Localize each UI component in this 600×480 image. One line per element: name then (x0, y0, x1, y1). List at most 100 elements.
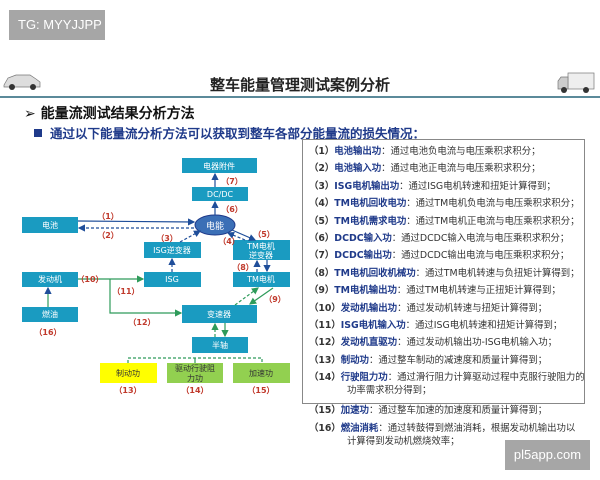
flow-label-9: （9） (264, 294, 286, 304)
method-item: （6）DCDC输入功：通过DCDC输入电流与电压乘积求积分； (309, 230, 578, 247)
node-drive-resist-label-1: 驱动行驶阻 (175, 363, 215, 373)
method-description: ：通过电池负电流与电压乘积求积分； (381, 146, 541, 157)
node-isg-inverter (144, 242, 201, 258)
node-drive-resist (167, 363, 223, 383)
node-accel-label: 加速功 (249, 368, 273, 378)
page-title: 整车能量管理测试案例分析 (209, 76, 390, 94)
method-name: TM电机需求电功 (334, 215, 407, 227)
method-name: 电池输入功 (334, 163, 382, 175)
watermark-bottom-right: pl5app.com (505, 440, 590, 470)
node-tm-motor-label: TM电机 (246, 274, 275, 284)
method-name: TM电机回收机械功 (334, 267, 416, 279)
method-number: （16） (309, 422, 341, 434)
method-item: （16）燃油消耗：通过转鼓得到燃油消耗，根据发动机输出功以 (309, 422, 578, 436)
flow-label-4: （4） (218, 236, 240, 246)
node-fuel (22, 307, 78, 322)
node-braking (100, 363, 157, 383)
flow-label-1: （1） (97, 211, 119, 221)
method-item: （3）ISG电机输出功：通过ISG电机转速和扭矩计算得到； (309, 178, 578, 195)
node-tm-inverter (233, 240, 290, 260)
methods-list: （1）电池输出功：通过电池负电流与电压乘积求积分；（2）电池输入功：通过电池正电… (302, 139, 585, 447)
method-item: （2）电池输入功：通过电池正电流与电压乘积求积分； (309, 160, 578, 177)
node-half-shaft (192, 337, 248, 353)
method-description: ：通过TM电机负电流与电压乘积求积分； (406, 198, 580, 210)
flow-label-5: （5） (253, 229, 275, 239)
method-number: （11） (309, 320, 341, 332)
method-name: 发动机直驱功 (340, 337, 398, 349)
method-item: （11）ISG电机输入功：通过ISG电机转速和扭矩计算得到； (309, 317, 578, 334)
method-description: ：通过电池正电流与电压乘积求积分； (381, 163, 541, 175)
truck-image (557, 72, 595, 93)
car-image (3, 74, 41, 90)
method-name: DCDC输入功 (334, 233, 392, 245)
node-energy-label: 电能 (206, 220, 224, 232)
method-name: DCDC输出功 (334, 250, 392, 262)
method-number: （3） (309, 180, 335, 192)
node-drive-resist-label-2: 力功 (187, 373, 203, 383)
method-number: （12） (309, 337, 341, 349)
method-name: 电池输出功 (334, 146, 382, 157)
method-item: （10）发动机输出功：通过发动机转速与扭矩计算得到； (309, 300, 578, 317)
method-item: （5）TM电机需求电功：通过TM电机正电流与电压乘积求积分； (309, 213, 580, 230)
method-description-continued: 功率需求积分得到； (347, 385, 432, 397)
watermark-top-left: TG: MYYJJPP (9, 10, 105, 40)
method-item: （12）发动机直驱功：通过发动机输出功-ISG电机输入功； (309, 334, 578, 351)
method-description: ：通过ISG电机转速和扭矩计算得到； (399, 180, 556, 192)
method-item: （14）行驶阻力功：通过滑行阻力计算驱动过程中克服行驶阻力的 (309, 371, 585, 385)
method-name: 加速功 (340, 405, 369, 417)
method-item: （1）电池输出功：通过电池负电流与电压乘积求积分； (309, 143, 578, 160)
flow-label-12: （12） (128, 317, 155, 327)
node-fuel-label: 燃油 (42, 309, 58, 319)
method-name: TM电机回收电功 (334, 198, 407, 210)
node-engine-label: 发动机 (38, 274, 62, 284)
method-number: （5） (309, 215, 335, 227)
node-tm-inverter-label-2: 逆变器 (249, 250, 273, 260)
section-heading: ➢ 能量流测试结果分析方法 (24, 106, 195, 122)
node-dcdc-label: DC/DC (207, 190, 234, 199)
method-item: （7）DCDC输出功：通过DCDC输出电流与电压乘积求积分； (309, 247, 578, 264)
node-dcdc (192, 187, 248, 201)
node-battery (22, 217, 78, 233)
method-name: 发动机输出功 (340, 302, 398, 314)
method-name: 制动功 (340, 354, 369, 366)
node-half-shaft-label: 半轴 (212, 340, 228, 350)
method-description: ：通过发动机输出功-ISG电机输入功； (397, 337, 558, 349)
node-transmission (182, 305, 257, 323)
flow-label-3: （3） (156, 233, 178, 243)
node-transmission-label: 变速器 (207, 309, 231, 319)
method-name: ISG电机输入功 (340, 320, 406, 332)
method-number: （15） (309, 405, 341, 417)
method-description: ：通过TM电机正电流与电压乘积求积分； (406, 215, 580, 227)
method-item: （13）制动功：通过整车制动的减速度和质量计算得到； (309, 352, 578, 369)
node-tm-motor (233, 272, 290, 287)
method-number: （13） (309, 354, 341, 366)
method-description: ：通过DCDC输出电流与电压乘积求积分； (391, 250, 570, 262)
method-description: ：通过ISG电机转速和扭矩计算得到； (405, 320, 563, 332)
node-isg-label: ISG (165, 275, 179, 284)
flow-label-11: （11） (112, 286, 139, 296)
method-description-continued: 计算得到发动机燃烧效率； (347, 435, 460, 447)
method-description: ：通过整车加速的加速度和质量计算得到； (368, 405, 548, 417)
section-subheading: 通过以下能量流分析方法可以获取到整车各部分能量流的损失情况： (34, 123, 425, 142)
method-description: ：通过滑行阻力计算驱动过程中克服行驶阻力的 (387, 372, 585, 384)
method-number: （2） (309, 163, 335, 175)
method-number: （9） (309, 285, 335, 297)
flow-label-16: （16） (34, 327, 61, 337)
node-battery-label: 电池 (42, 220, 58, 230)
method-number: （4） (309, 198, 335, 210)
method-item: （4）TM电机回收电功：通过TM电机负电流与电压乘积求积分； (309, 195, 580, 212)
method-name: 燃油消耗 (340, 422, 379, 434)
flow-label-7: （7） (221, 176, 243, 186)
method-description: ：通过整车制动的减速度和质量计算得到； (368, 354, 548, 366)
flow-label-10: （10） (76, 274, 103, 284)
flow-label-6: （6） (221, 204, 243, 214)
node-tm-inverter-label-1: TM电机 (246, 241, 275, 251)
flow-label-8: （8） (232, 262, 254, 272)
method-description: ：通过TM电机转速与负扭矩计算得到； (415, 267, 580, 279)
method-item: （9）TM电机输出功：通过TM电机转速与正扭矩计算得到； (309, 282, 578, 299)
method-name: TM电机输出功 (334, 285, 397, 297)
flow-label-14: （14） (181, 385, 208, 395)
node-accessory (182, 158, 257, 173)
node-isg-inverter-label: ISG逆变器 (153, 245, 191, 255)
method-item: （8）TM电机回收机械功：通过TM电机转速与负扭矩计算得到； (309, 265, 580, 282)
